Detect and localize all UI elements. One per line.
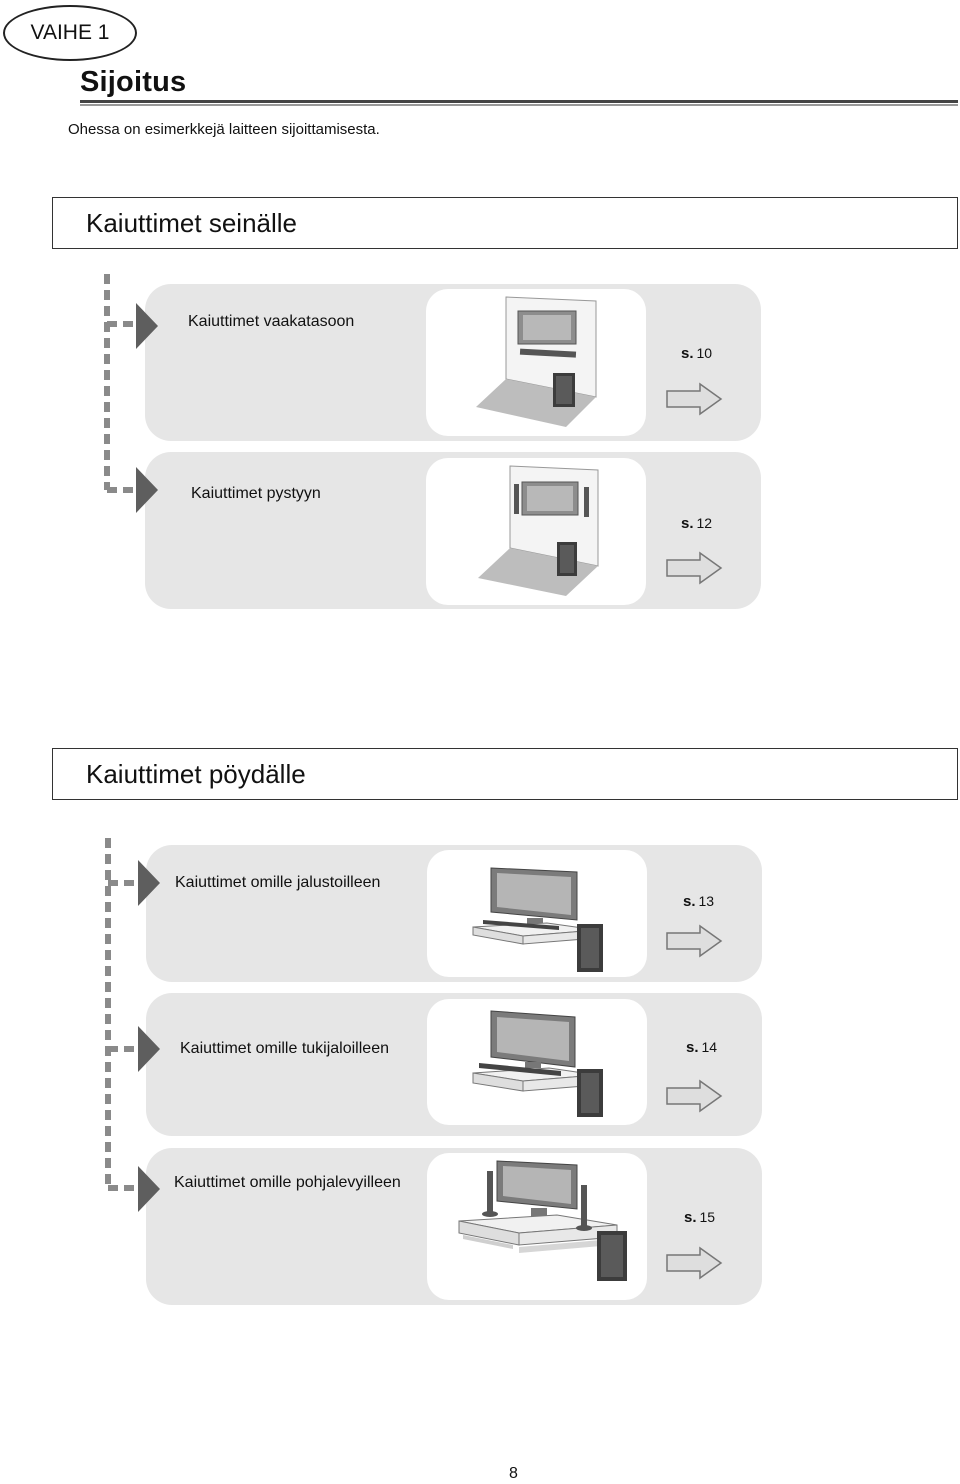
table-stands-illustration — [427, 850, 647, 977]
goto-page-arrow-icon[interactable] — [666, 924, 723, 958]
intro-text: Ohessa on esimerkkejä laitteen sijoittam… — [68, 121, 380, 138]
arrow-icon — [138, 1166, 160, 1212]
option-label: Kaiuttimet pystyyn — [191, 485, 321, 502]
page-reference: s.12 — [681, 515, 713, 532]
table-baseplates-illustration — [427, 1153, 647, 1300]
page-reference: s.15 — [684, 1209, 716, 1226]
title-rule — [80, 100, 958, 106]
table-supports-illustration — [427, 999, 647, 1125]
goto-page-arrow-icon[interactable] — [666, 382, 723, 416]
option-label: Kaiuttimet omille tukijaloilleen — [180, 1040, 389, 1057]
goto-page-arrow-icon[interactable] — [666, 1246, 723, 1280]
wall-vertical-illustration — [426, 458, 646, 605]
page-reference: s.14 — [686, 1039, 718, 1056]
arrow-icon — [136, 467, 158, 513]
section-heading-table: Kaiuttimet pöydälle — [52, 748, 958, 800]
section-heading-wall: Kaiuttimet seinälle — [52, 197, 958, 249]
goto-page-arrow-icon[interactable] — [666, 1079, 723, 1113]
arrow-icon — [138, 1026, 160, 1072]
connector-lines — [104, 274, 140, 493]
option-label: Kaiuttimet omille pohjalevyilleen — [174, 1174, 401, 1191]
step-badge: VAIHE 1 — [3, 5, 137, 61]
page-number: 8 — [509, 1465, 518, 1482]
option-label: Kaiuttimet omille jalustoilleen — [175, 874, 381, 891]
page-reference: s.10 — [681, 345, 713, 362]
wall-horizontal-illustration — [426, 289, 646, 436]
arrow-icon — [138, 860, 160, 906]
arrow-icon — [136, 303, 158, 349]
connector-lines — [105, 838, 140, 1191]
goto-page-arrow-icon[interactable] — [666, 551, 723, 585]
page-reference: s.13 — [683, 893, 715, 910]
page-title: Sijoitus — [80, 66, 187, 98]
option-label: Kaiuttimet vaakatasoon — [188, 313, 355, 330]
